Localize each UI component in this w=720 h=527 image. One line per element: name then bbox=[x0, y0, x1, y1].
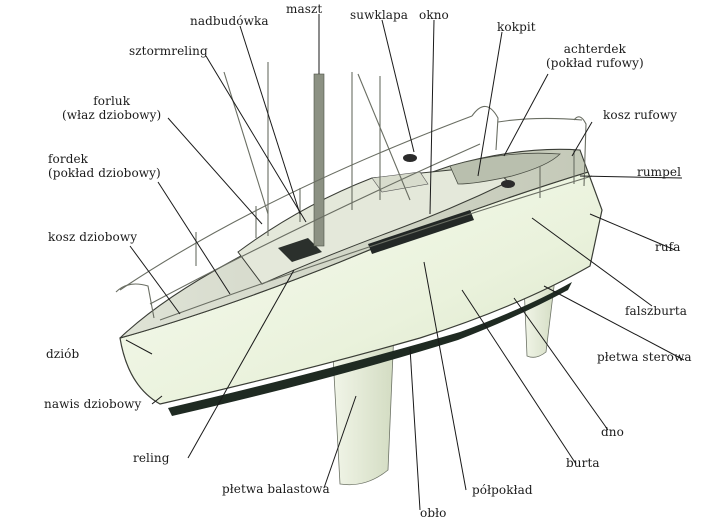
label-pletwa-sterowa: płetwa sterowa bbox=[597, 350, 692, 364]
winch-starboard bbox=[501, 180, 515, 188]
forward-hatch bbox=[278, 238, 322, 262]
label-maszt: maszt bbox=[286, 2, 323, 16]
label-achterdek-line1: achterdek bbox=[563, 42, 626, 56]
label-fordek-line2: (pokład dziobowy) bbox=[48, 166, 161, 180]
label-falszburta: falszburta bbox=[625, 304, 688, 318]
label-rumpel: rumpel bbox=[637, 165, 682, 179]
label-forluk-line2: (właz dziobowy) bbox=[62, 108, 162, 122]
label-pletwa-balastowa: płetwa balastowa bbox=[222, 482, 330, 496]
label-achterdek: achterdek (pokład rufowy) bbox=[546, 42, 644, 70]
label-forluk: forluk (właz dziobowy) bbox=[62, 94, 161, 122]
label-achterdek-line2: (pokład rufowy) bbox=[546, 56, 644, 70]
label-dziob: dziób bbox=[46, 347, 80, 361]
label-kokpit: kokpit bbox=[497, 20, 536, 34]
label-polpoklad: półpokład bbox=[472, 483, 533, 497]
label-suwklapa: suwklapa bbox=[350, 8, 409, 22]
label-fordek: fordek (pokład dziobowy) bbox=[48, 152, 161, 180]
label-okno: okno bbox=[419, 8, 449, 22]
label-nadbudowka: nadbudówka bbox=[190, 14, 269, 28]
rigging bbox=[115, 62, 593, 321]
boot-stripe bbox=[168, 282, 572, 416]
label-burta: burta bbox=[566, 456, 600, 470]
winch-port bbox=[403, 154, 417, 162]
label-reling: reling bbox=[133, 451, 170, 465]
label-kosz-dziobowy: kosz dziobowy bbox=[48, 230, 138, 244]
label-fordek-line1: fordek bbox=[48, 152, 89, 166]
label-kosz-rufowy: kosz rufowy bbox=[603, 108, 678, 122]
label-nawis-dziobowy: nawis dziobowy bbox=[44, 397, 142, 411]
leader-lines bbox=[125, 14, 685, 511]
label-dno: dno bbox=[601, 425, 624, 439]
label-sztormreling: sztormreling bbox=[129, 44, 208, 58]
cockpit-well bbox=[449, 152, 561, 185]
label-forluk-line1: forluk bbox=[93, 94, 131, 108]
label-oblo: obło bbox=[420, 506, 447, 520]
label-rufa: rufa bbox=[655, 240, 681, 254]
